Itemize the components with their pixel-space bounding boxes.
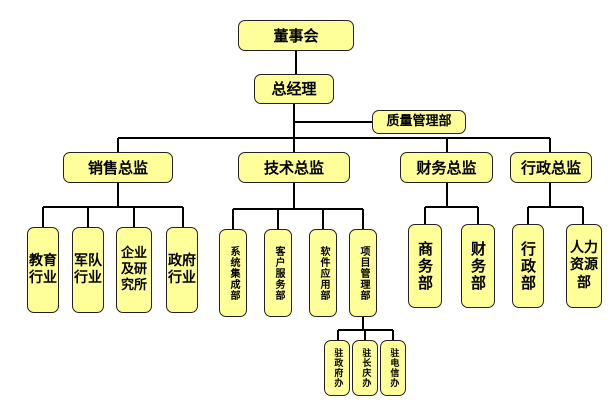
sales-unit-node: 政府行业 <box>166 227 198 313</box>
sales-unit-node: 教育行业 <box>27 227 59 313</box>
general-manager-node: 总经理 <box>254 74 334 104</box>
admin-unit-node: 人力资源部 <box>566 224 602 308</box>
admin-unit-label: 人力资源部 <box>570 239 598 291</box>
project-office-label: 驻电信办 <box>388 348 399 388</box>
sales-unit-label: 政府行业 <box>168 252 196 287</box>
admin-director-label: 行政总监 <box>520 158 581 177</box>
sales-unit-node: 企业及研究所 <box>116 227 152 313</box>
sales-director-label: 销售总监 <box>87 158 148 177</box>
finance-director-label: 财务总监 <box>416 158 477 177</box>
admin-unit-label: 行政部 <box>519 240 537 292</box>
tech-unit-label: 软件应用部 <box>318 245 329 301</box>
sales-unit-node: 军队行业 <box>72 227 104 313</box>
sales-unit-label: 军队行业 <box>74 252 102 287</box>
quality-dept-node: 质量管理部 <box>372 110 466 134</box>
tech-unit-label: 系统集成部 <box>228 245 239 301</box>
admin-director-node: 行政总监 <box>510 152 592 183</box>
tech-director-label: 技术总监 <box>263 158 324 177</box>
tech-unit-node: 系统集成部 <box>219 229 247 317</box>
project-office-node: 驻电信办 <box>380 340 406 396</box>
finance-director-node: 财务总监 <box>400 152 493 183</box>
tech-unit-label: 项目管理部 <box>358 245 369 301</box>
tech-director-node: 技术总监 <box>238 152 350 183</box>
sales-director-node: 销售总监 <box>63 152 173 183</box>
project-office-label: 驻政府办 <box>332 348 343 388</box>
admin-unit-node: 行政部 <box>512 224 544 308</box>
sales-unit-label: 企业及研究所 <box>120 245 147 294</box>
project-office-node: 驻长庆办 <box>352 340 378 396</box>
board-label: 董事会 <box>273 26 319 45</box>
project-office-node: 驻政府办 <box>324 340 350 396</box>
tech-unit-node: 软件应用部 <box>309 229 337 317</box>
tech-unit-node: 客户服务部 <box>264 229 292 317</box>
project-office-label: 驻长庆办 <box>360 348 371 388</box>
finance-unit-node: 财务部 <box>461 224 495 308</box>
general-manager-label: 总经理 <box>271 80 317 98</box>
finance-unit-node: 商务部 <box>408 224 442 308</box>
sales-unit-label: 教育行业 <box>29 252 57 287</box>
board-node: 董事会 <box>238 20 354 51</box>
finance-unit-label: 财务部 <box>469 240 487 292</box>
quality-dept-label: 质量管理部 <box>386 114 452 130</box>
finance-unit-label: 商务部 <box>416 240 434 292</box>
tech-unit-label: 客户服务部 <box>273 245 284 301</box>
tech-unit-node: 项目管理部 <box>349 229 377 317</box>
